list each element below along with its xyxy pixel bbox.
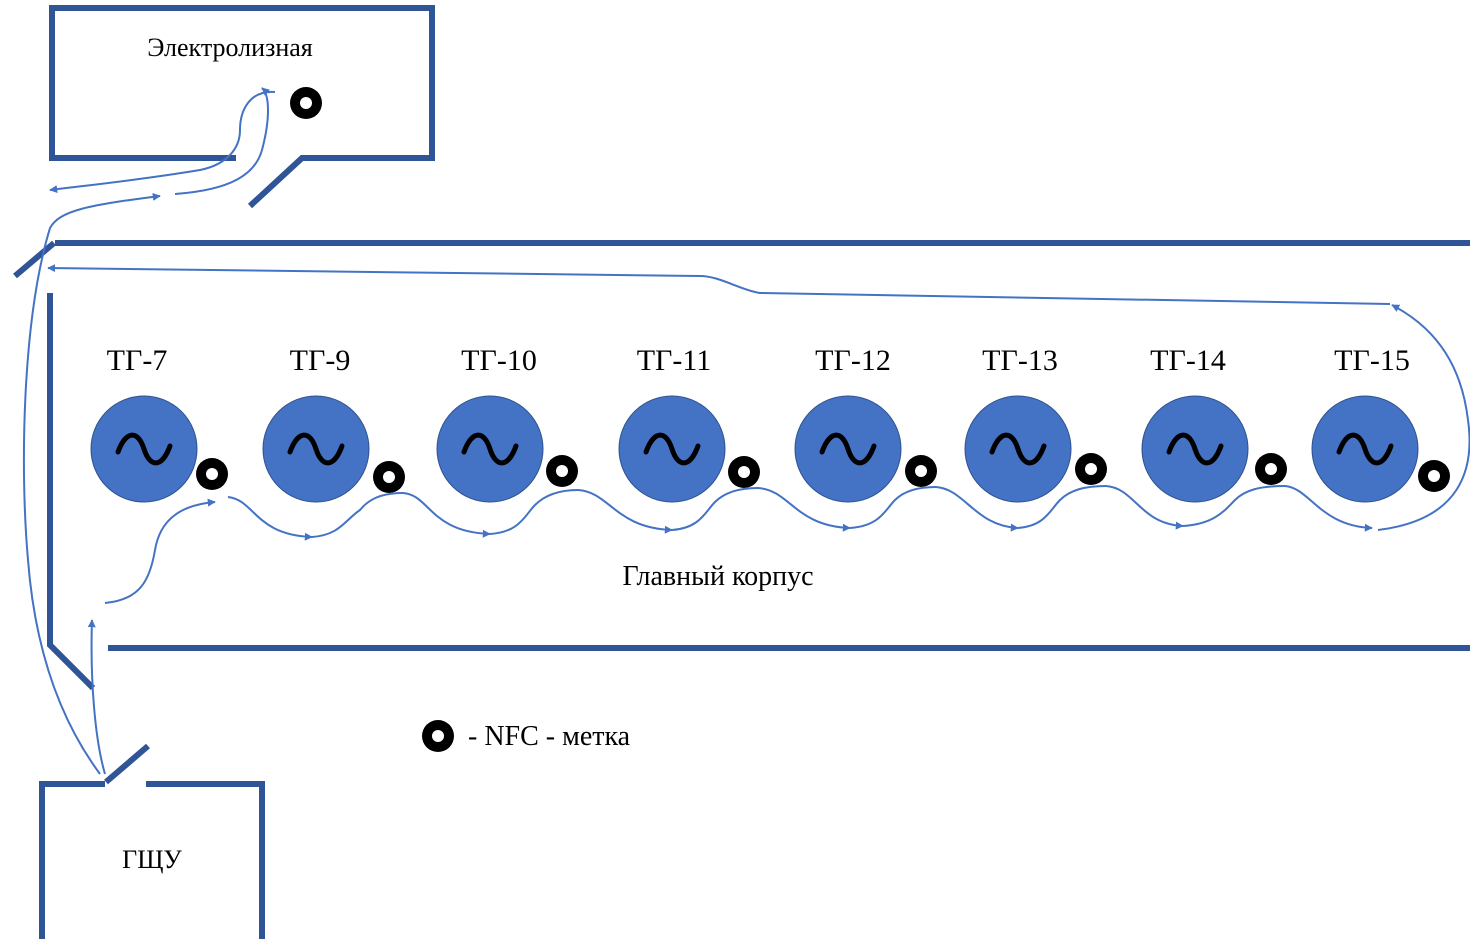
generator-label: ТГ-7 xyxy=(107,344,168,377)
route-segment xyxy=(174,87,271,195)
generator-unit: ТГ-10 xyxy=(436,344,578,503)
generator-label: ТГ-12 xyxy=(815,344,891,377)
route-segment xyxy=(311,492,404,538)
control-room-wall-right xyxy=(146,781,265,939)
main-hall: Главный корпус xyxy=(13,240,1470,691)
nfc-tag-icon xyxy=(1418,460,1450,492)
route-segment xyxy=(22,192,161,775)
generator-label: ТГ-10 xyxy=(461,344,537,377)
route-segment xyxy=(489,489,579,535)
sine-wave-icon xyxy=(287,432,345,466)
generator-label: ТГ-15 xyxy=(1334,344,1410,377)
route-segment xyxy=(402,492,491,538)
sine-wave-icon xyxy=(115,432,173,466)
generator-unit: ТГ-13 xyxy=(964,344,1107,503)
route-segment xyxy=(577,489,673,534)
main-hall-left-wall xyxy=(47,293,96,691)
sine-wave-icon xyxy=(1166,432,1224,466)
nfc-tag-icon xyxy=(422,720,454,752)
control-room: ГЩУ xyxy=(39,743,265,939)
generator-unit: ТГ-12 xyxy=(794,344,937,503)
control-room-title: ГЩУ xyxy=(122,845,182,874)
route-segment xyxy=(87,619,106,775)
nfc-tag-icon xyxy=(1075,453,1107,485)
route-segment xyxy=(49,90,276,194)
control-room-door xyxy=(104,743,150,785)
nfc-tag-icon xyxy=(290,87,322,119)
sine-wave-icon xyxy=(643,432,701,466)
generator-label: ТГ-11 xyxy=(637,344,712,377)
control-room-wall xyxy=(39,781,105,939)
route-segment xyxy=(935,486,1019,532)
main-hall-title: Главный корпус xyxy=(622,561,813,592)
route-segment xyxy=(849,486,937,529)
generator-unit: ТГ-15 xyxy=(1311,344,1450,503)
generator-unit: ТГ-7 xyxy=(90,344,228,503)
nfc-tag-icon xyxy=(196,458,228,490)
nfc-tag-icon xyxy=(728,456,760,488)
electrolysis-room-title: Электролизная xyxy=(147,33,313,62)
generator-unit: ТГ-11 xyxy=(618,344,760,503)
generator-label: ТГ-14 xyxy=(1150,344,1226,377)
generator-unit: ТГ-14 xyxy=(1141,344,1287,503)
route-segment xyxy=(104,498,216,604)
route-segment xyxy=(1377,304,1470,531)
nfc-tag-icon xyxy=(905,455,937,487)
route-segment xyxy=(1284,485,1373,532)
inspection-route xyxy=(22,87,1470,775)
route-segment xyxy=(757,487,851,532)
route-segment xyxy=(227,496,313,541)
route-segment xyxy=(671,487,759,531)
nfc-tag-icon xyxy=(1255,453,1287,485)
route-segment xyxy=(1017,485,1107,529)
route-segment xyxy=(1182,485,1286,527)
sine-wave-icon xyxy=(461,432,519,466)
route-segment xyxy=(47,264,1391,305)
electrolysis-wall xyxy=(49,5,435,209)
sine-wave-icon xyxy=(819,432,877,466)
nfc-tag-icon xyxy=(373,461,405,493)
legend-nfc-label: - NFC - метка xyxy=(468,721,631,752)
generator-label: ТГ-13 xyxy=(982,344,1058,377)
main-hall-entrance-door xyxy=(13,240,56,279)
legend: - NFC - метка xyxy=(422,720,631,752)
route-segment xyxy=(1105,485,1184,530)
sine-wave-icon xyxy=(989,432,1047,466)
electrolysis-room: Электролизная xyxy=(49,5,435,209)
generator-label: ТГ-9 xyxy=(290,344,351,377)
generator-unit: ТГ-9 xyxy=(262,344,405,503)
sine-wave-icon xyxy=(1336,432,1394,466)
nfc-tag-icon xyxy=(546,455,578,487)
